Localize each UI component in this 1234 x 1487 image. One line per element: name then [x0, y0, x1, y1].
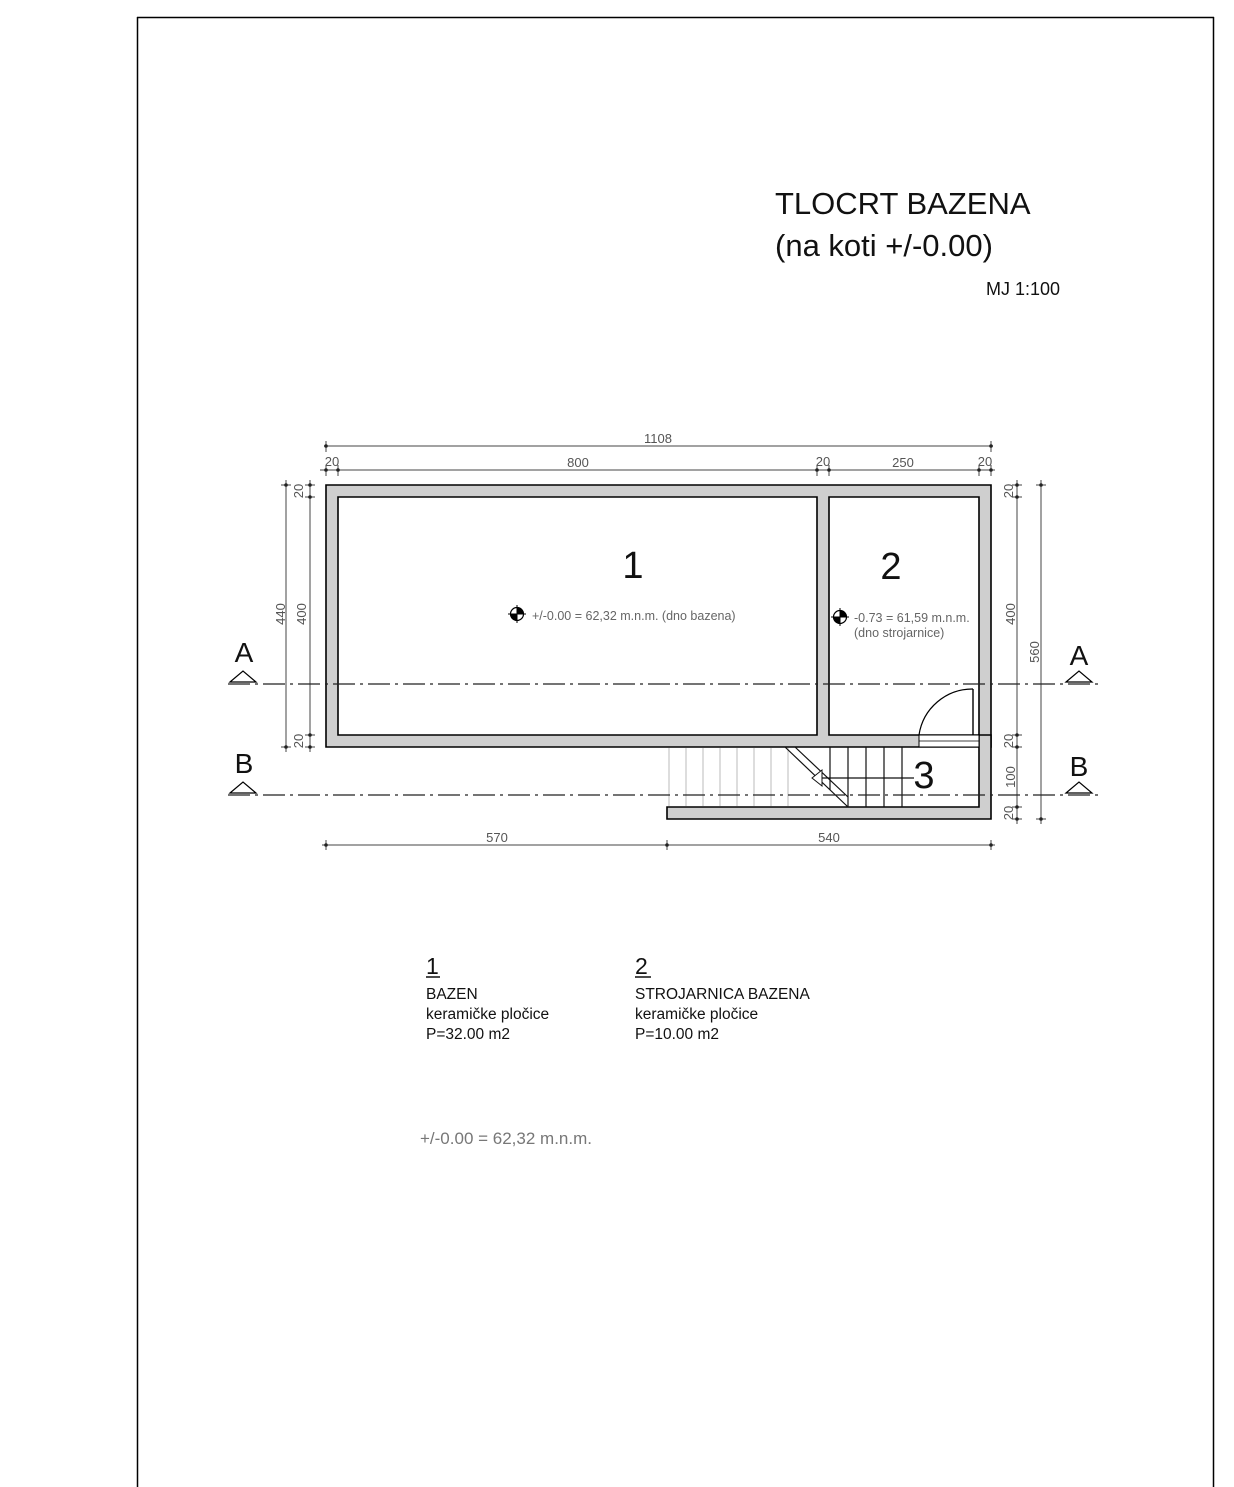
room-number-3: 3	[913, 755, 934, 797]
legend-2-area: P=10.00 m2	[635, 1026, 719, 1043]
dim-left-total: 440	[273, 603, 288, 625]
legend-1-finish: keramičke pločice	[426, 1006, 549, 1023]
dim-top-machine: 250	[892, 455, 914, 470]
section-a-right: A	[1070, 640, 1089, 671]
scale-label: MJ 1:100	[986, 279, 1060, 299]
dim-top-pool: 800	[567, 455, 589, 470]
dim-total-width: 1108	[644, 431, 672, 446]
section-markers: A A B B	[228, 637, 1094, 794]
door	[918, 688, 980, 748]
dim-left-inner: 400	[294, 603, 309, 625]
legend-1-name: BAZEN	[426, 986, 478, 1003]
stairs	[668, 746, 914, 808]
dim-bottom-right: 540	[818, 830, 840, 845]
legend: 1 BAZEN keramičke pločice P=32.00 m2 2 S…	[426, 953, 810, 1043]
section-a-left: A	[235, 637, 254, 668]
dim-right-bottom-wall: 20	[1001, 806, 1016, 820]
legend-2-finish: keramičke pločice	[635, 1006, 758, 1023]
legend-2-number: 2	[635, 953, 648, 979]
right-dimensions: 20 400 20 100 20 560	[1001, 480, 1046, 824]
dim-top-wall-3: 20	[978, 454, 992, 469]
elevation-pool: +/-0.00 = 62,32 m.n.m. (dno bazena)	[532, 609, 736, 623]
walls	[325, 484, 992, 820]
dim-left-top-wall: 20	[291, 484, 306, 498]
elevation-machine-1: -0.73 = 61,59 m.n.m.	[854, 611, 970, 625]
dim-bottom-left: 570	[486, 830, 508, 845]
dim-right-mid-wall: 20	[1001, 734, 1016, 748]
dim-left-bottom-wall: 20	[291, 734, 306, 748]
dim-top-wall-2: 20	[816, 454, 830, 469]
title-line-1: TLOCRT BAZENA	[775, 186, 1031, 221]
title-line-2: (na koti +/-0.00)	[775, 228, 993, 263]
elevation-marker-icon	[508, 605, 526, 623]
left-dimensions: 440 20 400 20	[273, 480, 315, 752]
section-b-left: B	[235, 748, 254, 779]
dim-right-stair: 100	[1003, 766, 1018, 788]
dim-right-machine: 400	[1003, 603, 1018, 625]
room-number-2: 2	[880, 546, 901, 588]
dim-right-total: 560	[1027, 641, 1042, 663]
elevation-marker-icon	[831, 608, 849, 626]
section-b-right: B	[1070, 751, 1089, 782]
reference-elevation-note: +/-0.00 = 62,32 m.n.m.	[420, 1129, 592, 1148]
legend-2-name: STROJARNICA BAZENA	[635, 986, 810, 1003]
dim-right-top-wall: 20	[1001, 484, 1016, 498]
dim-top-wall-1: 20	[325, 454, 339, 469]
top-dimensions: 1108 20 800 20 250 20	[320, 431, 995, 476]
elevation-machine-2: (dno strojarnice)	[854, 626, 944, 640]
legend-1-number: 1	[426, 953, 439, 979]
bottom-dimensions: 570 540	[322, 830, 995, 850]
room-number-1: 1	[622, 545, 643, 587]
legend-1-area: P=32.00 m2	[426, 1026, 510, 1043]
